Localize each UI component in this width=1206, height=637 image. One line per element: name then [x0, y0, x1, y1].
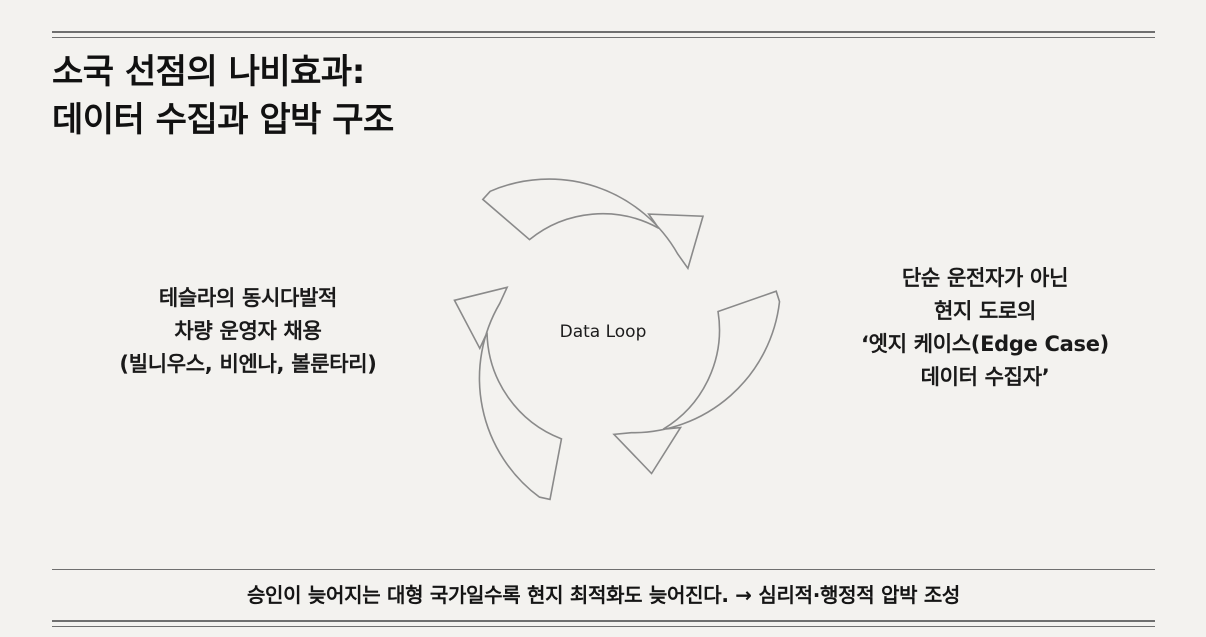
left-description: 테슬라의 동시다발적 차량 운영자 채용 (빌니우스, 비엔나, 볼룬타리)	[68, 282, 428, 381]
left-line-3: (빌니우스, 비엔나, 볼룬타리)	[119, 352, 377, 376]
loop-arrow-top	[481, 178, 704, 270]
bottom-rule-2	[52, 626, 1155, 627]
top-rule-1	[52, 31, 1155, 33]
loop-arrow-left	[421, 273, 611, 511]
right-line-3: ‘엣지 케이스(Edge Case)	[861, 332, 1109, 356]
left-line-1: 테슬라의 동시다발적	[158, 286, 338, 310]
loop-arrows	[421, 178, 795, 511]
top-rule-2	[52, 37, 1155, 38]
right-line-2: 현지 도로의	[933, 299, 1037, 323]
left-line-2: 차량 운영자 채용	[174, 319, 322, 343]
title-line-1: 소국 선점의 나비효과:	[52, 52, 365, 92]
right-line-1: 단순 운전자가 아닌	[901, 266, 1069, 290]
loop-arrow-right	[605, 255, 795, 493]
page-title: 소국 선점의 나비효과: 데이터 수집과 압박 구조	[52, 48, 394, 144]
right-line-4: 데이터 수집자’	[920, 365, 1050, 389]
footer-top-rule	[52, 569, 1155, 570]
title-line-2: 데이터 수집과 압박 구조	[52, 100, 394, 140]
bottom-rule-1	[52, 620, 1155, 622]
right-description: 단순 운전자가 아닌 현지 도로의 ‘엣지 케이스(Edge Case) 데이터…	[790, 262, 1180, 394]
data-loop-label: Data Loop	[559, 322, 647, 342]
footer-statement: 승인이 늦어지는 대형 국가일수록 현지 최적화도 늦어진다. → 심리적·행정…	[246, 583, 961, 607]
